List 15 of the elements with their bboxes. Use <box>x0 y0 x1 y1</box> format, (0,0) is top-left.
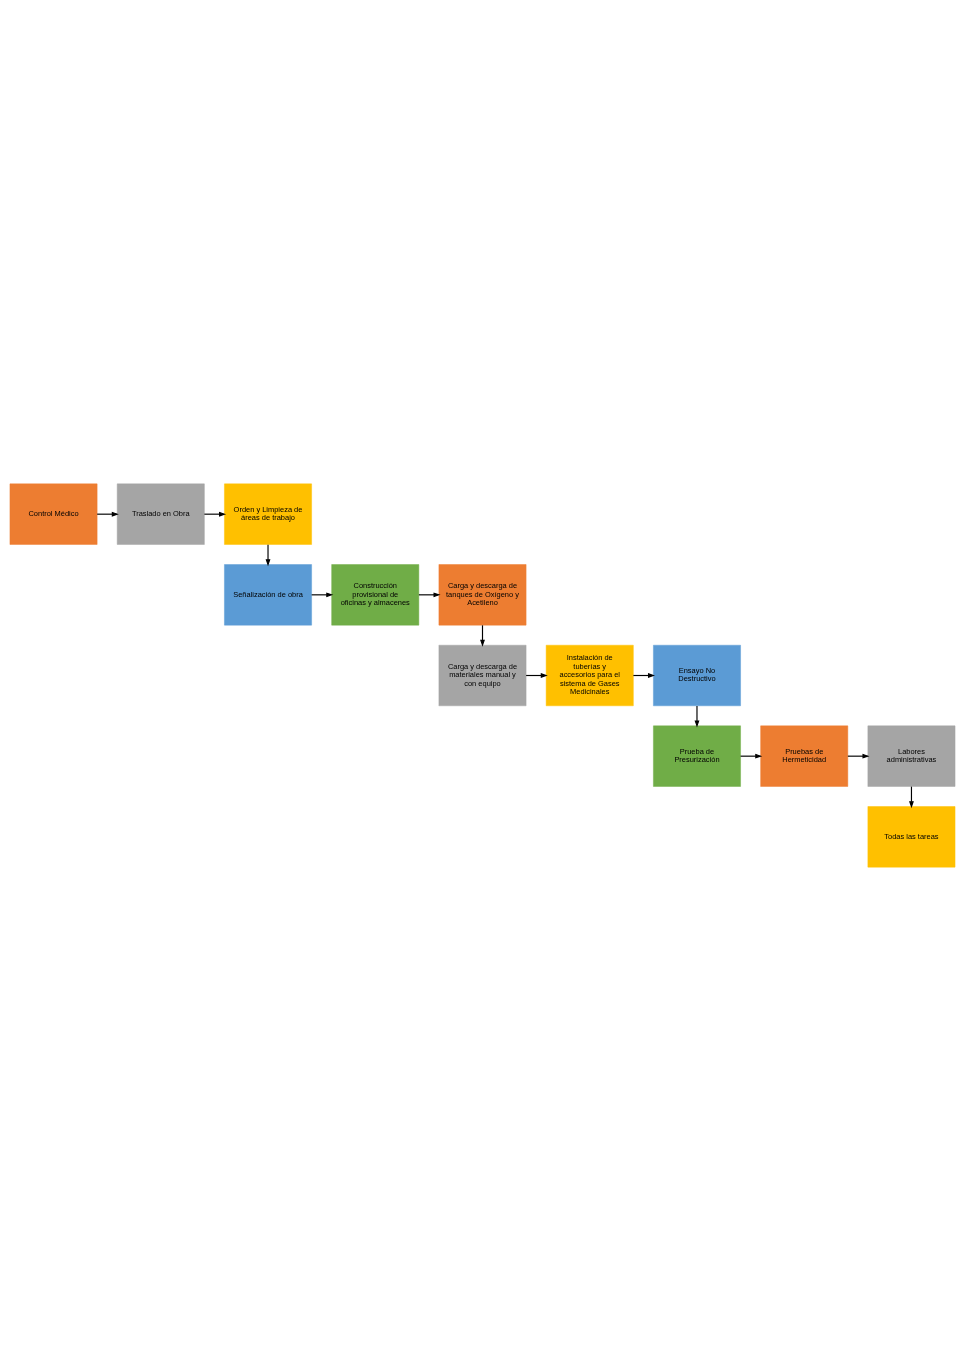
node-box: Construcción provisional de oficinas y almacenes <box>331 564 420 626</box>
node-box: Pruebas de Hermeticidad <box>760 725 849 787</box>
arrow <box>694 705 700 728</box>
node-box: Carga y descarga de materiales manual y con equipo <box>438 644 527 707</box>
node-box: Instalación de tuberías y accesorios para el sistema de Gases Medicinales <box>545 644 634 707</box>
node-box: Señalización de obra <box>224 564 312 626</box>
node-box: Labores administrativas <box>867 725 956 787</box>
node-box: Traslado en Obra <box>116 483 205 545</box>
arrow <box>265 544 271 567</box>
node-box: Carga y descarga de tanques de Oxígeno y Acetileno <box>438 564 527 626</box>
node-box: Orden y Limpieza de áreas de trabajo <box>224 483 312 545</box>
node-box: Ensayo No Destructivo <box>653 644 741 707</box>
node-box: Todas las tareas <box>867 806 956 868</box>
node-box: Control Médico <box>9 483 98 545</box>
node-box: Prueba de Presurización <box>653 725 741 787</box>
